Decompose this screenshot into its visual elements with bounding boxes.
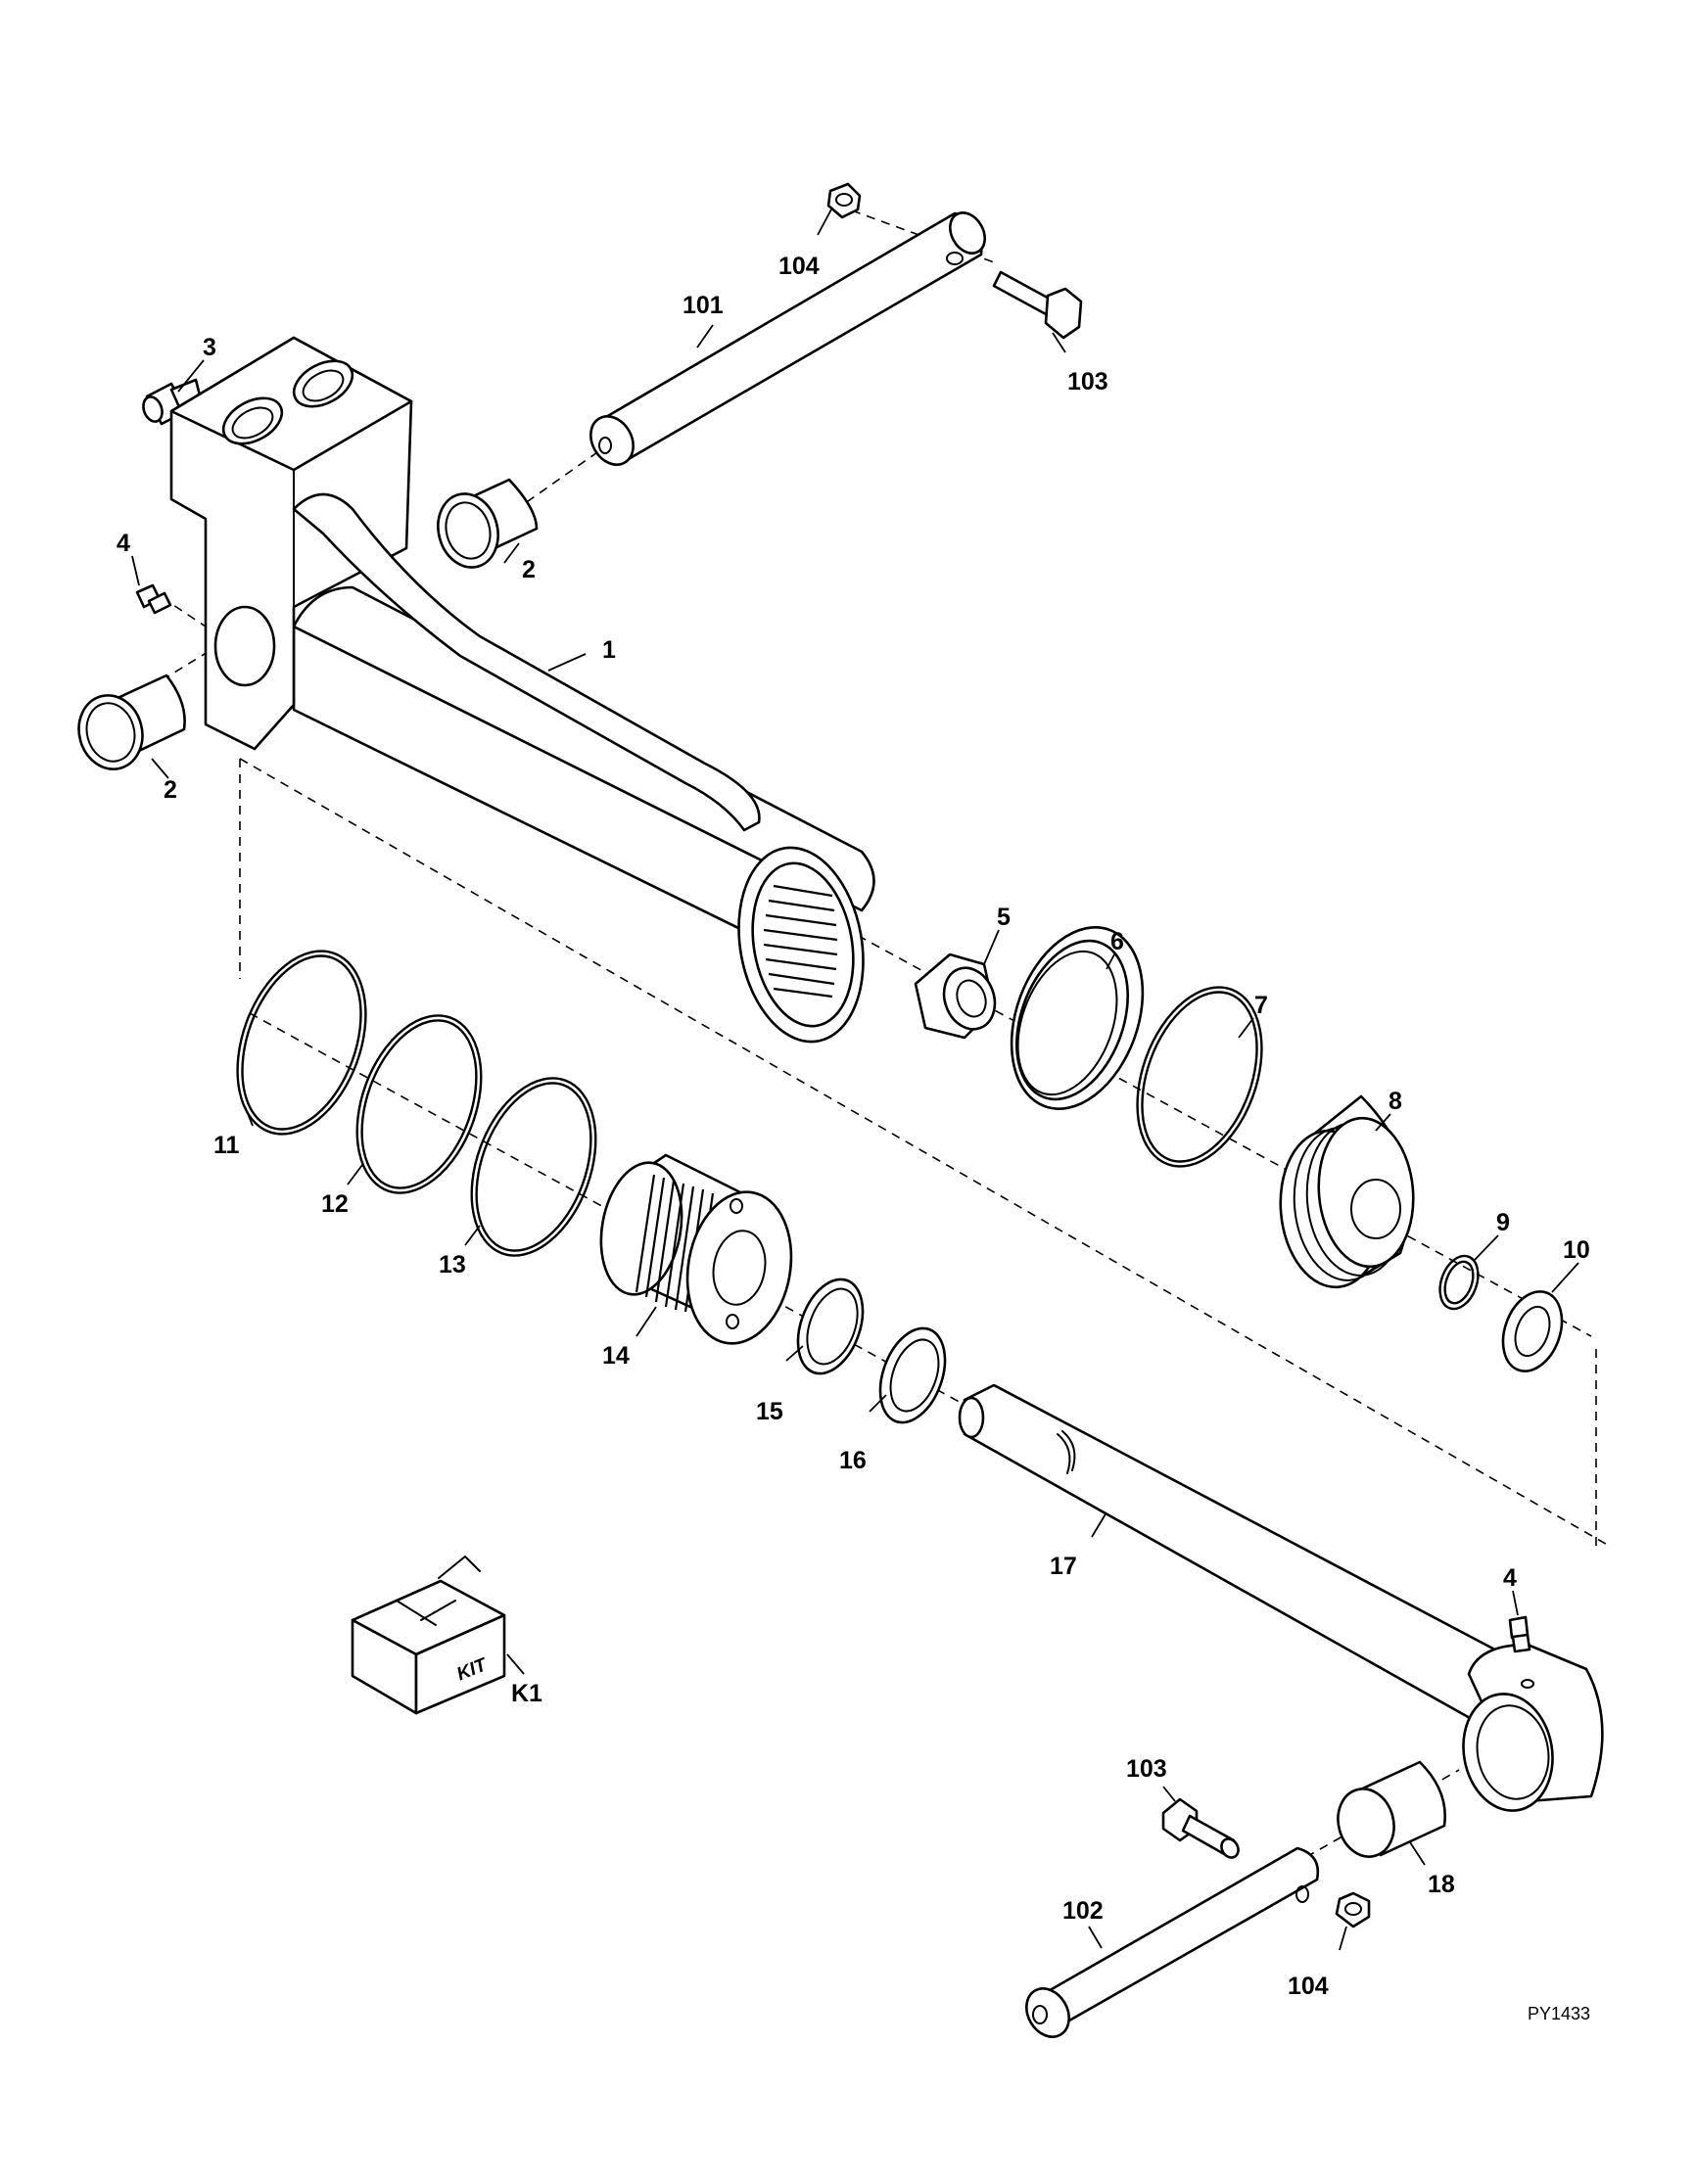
nut-104-upper-drawing — [826, 182, 862, 219]
bolt-103-upper-drawing — [992, 270, 1083, 340]
grease-fitting-4-right-drawing — [1508, 1615, 1531, 1653]
callout-6: 6 — [1110, 928, 1124, 955]
callout-7: 7 — [1254, 992, 1268, 1019]
callout-5: 5 — [997, 904, 1011, 931]
callout-101: 101 — [683, 292, 724, 319]
seal-15-drawing — [796, 1278, 865, 1375]
pin-101-drawing — [589, 211, 986, 466]
drawing-reference-number: PY1433 — [1528, 2004, 1590, 2023]
callout-2-lower: 2 — [164, 776, 177, 804]
callout-11: 11 — [213, 1132, 240, 1159]
callout-102: 102 — [1062, 1897, 1104, 1925]
wiper-16-drawing — [878, 1326, 947, 1424]
nut-104-lower-drawing — [1335, 1891, 1371, 1928]
callout-13: 13 — [439, 1251, 466, 1278]
callout-labels: 1 2 2 3 4 4 5 6 7 8 9 10 11 12 13 14 15 … — [117, 253, 1590, 2000]
callout-3: 3 — [203, 334, 216, 361]
callout-16: 16 — [839, 1447, 867, 1474]
callout-12: 12 — [321, 1190, 349, 1218]
o-ring-7-drawing — [1136, 986, 1263, 1168]
gland-14-drawing — [599, 1153, 793, 1345]
callout-k1: K1 — [511, 1680, 542, 1707]
wear-ring-6-drawing — [1010, 926, 1145, 1110]
grease-fitting-4-left-drawing — [135, 583, 172, 615]
callout-17: 17 — [1050, 1553, 1077, 1580]
callout-10: 10 — [1563, 1236, 1590, 1264]
o-ring-12-drawing — [355, 1014, 483, 1194]
o-ring-13-drawing — [470, 1077, 597, 1257]
piston-nut-5-drawing — [914, 953, 997, 1040]
bushing-2-lower-drawing — [77, 674, 186, 770]
callout-14: 14 — [602, 1342, 630, 1370]
callout-1: 1 — [602, 636, 616, 664]
bolt-103-lower-drawing — [1161, 1797, 1240, 1859]
bushing-2-upper-drawing — [437, 478, 539, 569]
piston-rod-17-drawing — [958, 1383, 1604, 1812]
retaining-ring-9-drawing — [1438, 1254, 1480, 1311]
callout-104-lower: 104 — [1288, 1973, 1329, 2000]
callout-8: 8 — [1389, 1088, 1402, 1115]
kit-box-k1-drawing — [351, 1556, 506, 1715]
o-ring-11-drawing — [236, 950, 367, 1136]
bushing-18-drawing — [1337, 1760, 1446, 1858]
callout-18: 18 — [1428, 1871, 1455, 1898]
callout-103-lower: 103 — [1126, 1755, 1167, 1783]
callout-4-right: 4 — [1503, 1564, 1517, 1592]
callout-104-upper: 104 — [778, 253, 820, 280]
pin-102-drawing — [1025, 1846, 1320, 2038]
leader-lines — [131, 207, 1579, 1951]
cylinder-barrel-1-drawing — [169, 336, 875, 1044]
callout-4-left: 4 — [117, 530, 130, 557]
callout-15: 15 — [756, 1398, 783, 1425]
callout-103-upper: 103 — [1067, 368, 1108, 395]
piston-8-drawing — [1279, 1094, 1415, 1289]
callout-2-upper: 2 — [522, 556, 536, 583]
callout-9: 9 — [1496, 1209, 1510, 1236]
washer-10-drawing — [1501, 1290, 1564, 1372]
